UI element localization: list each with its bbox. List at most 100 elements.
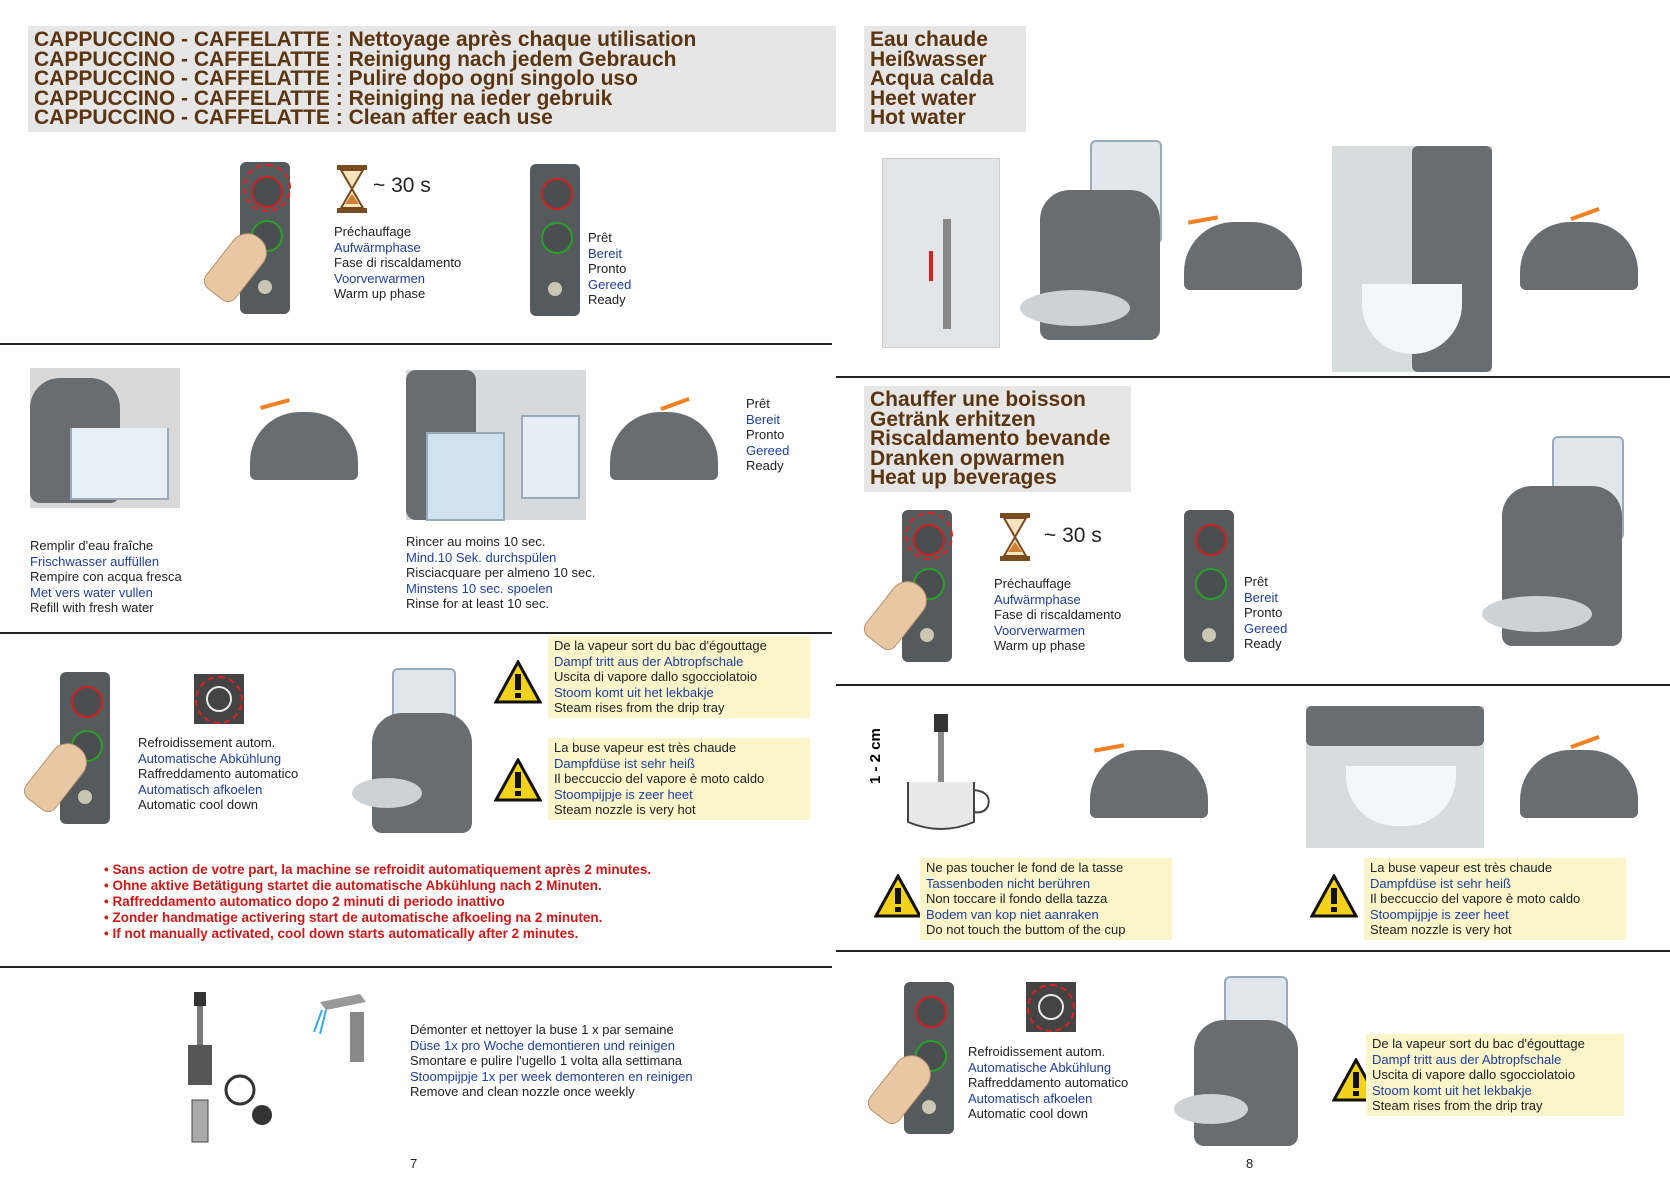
text-line: Stoompijpje is zeer heet (1370, 906, 1509, 922)
depth-label: 1 - 2 cm (868, 728, 884, 784)
text-line: Voorverwarmen (994, 622, 1086, 638)
blinking-indicator (1027, 984, 1075, 1032)
cooldown-text: Refroidissement autom. Automatische Abkü… (138, 735, 298, 813)
text-line: Aufwärmphase (994, 591, 1081, 607)
divider (0, 966, 832, 968)
text-line: Dampf tritt aus der Abtropfschale (1372, 1051, 1562, 1067)
header-line: Acqua calda (870, 67, 994, 90)
text-line: Ne pas toucher le fond de la tasse (926, 860, 1124, 875)
indicator-light (258, 280, 272, 294)
text-line: Stoom komt uit het lekbakje (1372, 1082, 1532, 1098)
text-line: Aufwärmphase (334, 239, 421, 255)
text-line: Automatische Abkühlung (968, 1059, 1112, 1075)
text-line: De la vapeur sort du bac d'égouttage (554, 638, 767, 653)
text-line: Pronto (588, 261, 627, 276)
text-line: Prêt (746, 396, 770, 411)
text-line: Met vers water vullen (30, 584, 153, 600)
text-line: Gereed (1244, 620, 1288, 636)
header-line: Dranken opwarmen (870, 446, 1065, 470)
machine-head-arrow-image (1520, 206, 1640, 292)
indicator-light (922, 1100, 936, 1114)
left-header: CAPPUCCINO - CAFFELATTE : Nettoyage aprè… (28, 26, 836, 132)
text-line: Automatic cool down (968, 1106, 1088, 1121)
text-line: Ready (1244, 636, 1282, 651)
text-line: Voorverwarmen (334, 270, 426, 286)
warning-steam-tray: De la vapeur sort du bac d'égouttage Dam… (1366, 1034, 1624, 1116)
divider (0, 343, 832, 345)
header-line: CAPPUCCINO - CAFFELATTE : Pulire dopo og… (34, 67, 638, 90)
warning-nozzle-hot: La buse vapeur est très chaude Dampfdüse… (1364, 858, 1626, 940)
ready-text: Prêt Bereit Pronto Gereed Ready (588, 230, 631, 308)
machine-with-cup-image (1482, 436, 1632, 658)
text-line: Mind.10 Sek. durchspülen (406, 549, 557, 565)
text-line: Ready (588, 292, 626, 307)
text-line: Prêt (1244, 574, 1268, 589)
text-line: Frischwasser auffüllen (30, 553, 160, 569)
text-line: Bereit (746, 411, 780, 427)
text-line: Steam nozzle is very hot (554, 802, 696, 817)
note-line: • If not manually activated, cool down s… (104, 926, 579, 941)
text-line: Stoom komt uit het lekbakje (554, 684, 714, 700)
header-line: CAPPUCCINO - CAFFELATTE : Clean after ea… (34, 106, 553, 129)
text-line: Préchauffage (334, 224, 412, 239)
warning-icon (494, 758, 542, 802)
divider (0, 632, 832, 634)
machine-head-arrow-image (1520, 734, 1640, 820)
machine-head-arrow-image (250, 398, 360, 482)
text-line: Uscita di vapore dallo sgocciolatoio (554, 669, 758, 684)
divider (836, 684, 1670, 686)
divider (836, 376, 1670, 378)
hourglass-icon (337, 165, 367, 213)
note-line: • Zonder handmatige activering start de … (104, 910, 603, 925)
text-line: Rempire con acqua fresca (30, 569, 182, 584)
text-line: Steam nozzle is very hot (1370, 922, 1512, 937)
text-line: Pronto (746, 427, 785, 442)
text-line: Raffreddamento automatico (138, 766, 299, 781)
blinking-indicator (243, 164, 291, 212)
warning-nozzle-hot: La buse vapeur est très chaude Dampfdüse… (548, 738, 810, 820)
warmup-text: Préchauffage Aufwärmphase Fase di riscal… (334, 224, 461, 302)
hot-water-cup-image (1332, 146, 1492, 372)
text-line: Dampfdüse ist sehr heiß (1370, 875, 1511, 891)
timer-label: ~ 30 s (1044, 524, 1102, 547)
header-line: Riscaldamento bevande (870, 427, 1111, 450)
header-line: Chauffer une boisson (870, 388, 1086, 411)
power-button-icon (915, 996, 947, 1028)
text-line: Remove and clean nozzle once weekly (410, 1084, 635, 1099)
power-button-icon (71, 686, 103, 718)
control-panel (1184, 510, 1234, 662)
indicator-light (1202, 628, 1216, 642)
header-line: Heet water (870, 86, 977, 110)
warmup-text: Préchauffage Aufwärmphase Fase di riscal… (994, 576, 1121, 654)
control-panel (904, 982, 954, 1134)
text-line: Tassenboden nicht berühren (926, 875, 1091, 891)
faucet-image (313, 994, 366, 1062)
text-line: Fase di riscaldamento (994, 607, 1122, 622)
text-line: Stoompijpje is zeer heet (554, 786, 693, 802)
ready-text: Prêt Bereit Pronto Gereed Ready (746, 396, 789, 474)
note-line: • Sans action de votre part, la machine … (104, 862, 652, 877)
warning-cup-bottom: Ne pas toucher le fond de la tasse Tasse… (920, 858, 1172, 940)
auto-cooldown-notes: • Sans action de votre part, la machine … (104, 862, 651, 942)
nozzle-parts-image (188, 992, 272, 1143)
ready-text: Prêt Bereit Pronto Gereed Ready (1244, 574, 1287, 652)
text-line: Ready (746, 458, 784, 473)
header-line: CAPPUCCINO - CAFFELATTE : Reinigung nach… (34, 47, 677, 71)
text-line: Minstens 10 sec. spoelen (406, 580, 553, 596)
text-line: La buse vapeur est très chaude (1370, 860, 1553, 875)
text-line: Il beccuccio del vapore è moto caldo (1370, 891, 1581, 906)
note-line: • Ohne aktive Betätigung startet die aut… (104, 878, 602, 893)
text-line: Refill with fresh water (30, 600, 154, 615)
header-line: Hot water (870, 106, 966, 129)
text-line: Automatisch afkoelen (968, 1090, 1093, 1106)
divider (836, 950, 1670, 952)
power-button-icon (1195, 524, 1227, 556)
text-line: Refroidissement autom. (968, 1044, 1106, 1059)
warning-icon (1310, 874, 1358, 918)
text-line: Raffreddamento automatico (968, 1075, 1129, 1090)
text-line: Steam rises from the drip tray (1372, 1098, 1543, 1113)
hot-water-header: Eau chaude Heißwasser Acqua calda Heet w… (864, 26, 1026, 132)
timer-label: ~ 30 s (373, 174, 431, 197)
text-line: Préchauffage (994, 576, 1072, 591)
text-line: Refroidissement autom. (138, 735, 276, 750)
